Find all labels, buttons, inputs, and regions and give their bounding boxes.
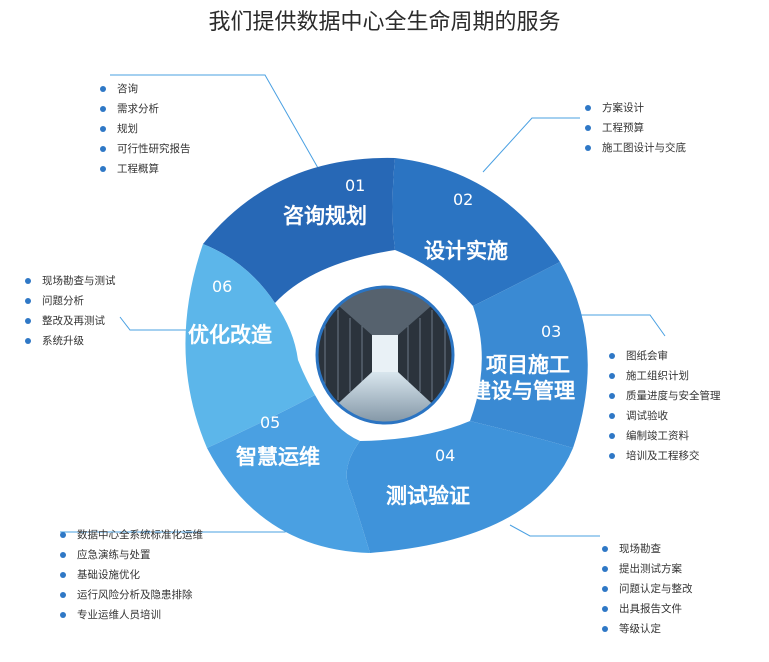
- list-item: 问题分析: [25, 291, 116, 311]
- segment-03: [470, 262, 588, 448]
- list-item: 咨询: [100, 79, 191, 99]
- construction-list: 图纸会审 施工组织计划 质量进度与安全管理 调试验收 编制竣工资料 培训及工程移…: [609, 346, 721, 466]
- segment-05-label: 智慧运维: [236, 445, 320, 469]
- list-item: 出具报告文件: [602, 599, 693, 619]
- testing-list: 现场勘查 提出测试方案 问题认定与整改 出具报告文件 等级认定: [602, 539, 693, 639]
- operation-list: 数据中心全系统标准化运维 应急演练与处置 基础设施优化 运行风险分析及隐患排除 …: [60, 525, 203, 625]
- list-item: 图纸会审: [609, 346, 721, 366]
- lifecycle-ring: [185, 157, 588, 553]
- center-ring: [315, 285, 455, 425]
- list-item: 运行风险分析及隐患排除: [60, 585, 203, 605]
- list-item: 数据中心全系统标准化运维: [60, 525, 203, 545]
- list-item: 培训及工程移交: [609, 446, 721, 466]
- optimize-list: 现场勘查与测试 问题分析 整改及再测试 系统升级: [25, 271, 116, 351]
- list-item: 工程预算: [585, 118, 686, 138]
- segment-03-label-line2: 建设与管理: [470, 379, 575, 403]
- segment-03-number: 03: [541, 322, 561, 341]
- list-item: 工程概算: [100, 159, 191, 179]
- list-item: 施工图设计与交底: [585, 138, 686, 158]
- list-item: 应急演练与处置: [60, 545, 203, 565]
- list-item: 系统升级: [25, 331, 116, 351]
- list-item: 现场勘查与测试: [25, 271, 116, 291]
- segment-01-label: 咨询规划: [283, 204, 367, 228]
- segment-02-label: 设计实施: [424, 239, 508, 263]
- leader-line-testing: [509, 524, 600, 537]
- list-item: 编制竣工资料: [609, 426, 721, 446]
- design-list: 方案设计 工程预算 施工图设计与交底: [585, 98, 686, 158]
- segment-04-number: 04: [435, 446, 455, 465]
- list-item: 需求分析: [100, 99, 191, 119]
- list-item: 现场勘查: [602, 539, 693, 559]
- segment-06: [185, 244, 315, 448]
- leader-line-optimize: [119, 316, 205, 331]
- list-item: 等级认定: [602, 619, 693, 639]
- segment-01-number: 01: [345, 176, 365, 195]
- list-item: 施工组织计划: [609, 366, 721, 386]
- list-item: 基础设施优化: [60, 565, 203, 585]
- segment-02: [392, 158, 560, 306]
- list-item: 规划: [100, 119, 191, 139]
- leader-line-design: [482, 117, 580, 173]
- leader-line-consult: [110, 74, 319, 169]
- segment-04: [346, 421, 573, 553]
- segment-06-number: 06: [212, 277, 232, 296]
- list-item: 质量进度与安全管理: [609, 386, 721, 406]
- page-title: 我们提供数据中心全生命周期的服务: [208, 10, 561, 35]
- segment-05-number: 05: [260, 413, 280, 432]
- segment-05: [207, 395, 370, 553]
- list-item: 调试验收: [609, 406, 721, 426]
- segment-06-label: 优化改造: [188, 323, 273, 347]
- consult-list: 咨询 需求分析 规划 可行性研究报告 工程概算: [100, 79, 191, 179]
- list-item: 问题认定与整改: [602, 579, 693, 599]
- list-item: 整改及再测试: [25, 311, 116, 331]
- leader-lines: [60, 74, 666, 537]
- segment-02-number: 02: [453, 190, 473, 209]
- segment-01: [203, 157, 395, 303]
- list-item: 专业运维人员培训: [60, 605, 203, 625]
- segment-04-label: 测试验证: [386, 484, 470, 508]
- list-item: 提出测试方案: [602, 559, 693, 579]
- list-item: 方案设计: [585, 98, 686, 118]
- leader-line-construction: [575, 314, 666, 337]
- segment-03-label-line1: 项目施工: [486, 353, 570, 377]
- list-item: 可行性研究报告: [100, 139, 191, 159]
